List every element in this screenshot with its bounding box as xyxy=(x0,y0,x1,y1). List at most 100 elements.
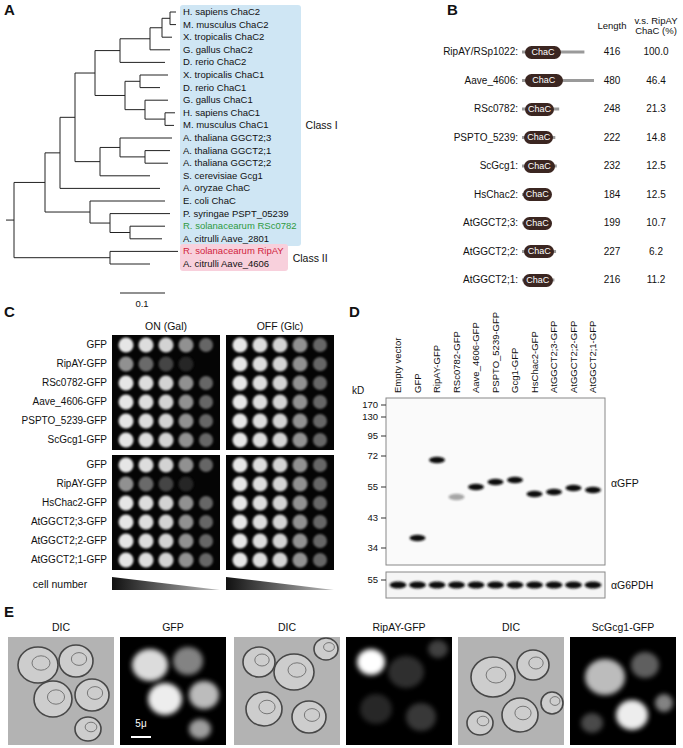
vacuole xyxy=(47,690,64,704)
yeast-cell xyxy=(541,692,563,714)
taxon-label: D. rerio ChaC1 xyxy=(183,82,246,93)
western-blot xyxy=(386,398,605,565)
domain-label: ChaC xyxy=(526,217,549,230)
marker-label: 55 xyxy=(367,482,378,493)
yeast-spot xyxy=(139,477,154,492)
loading-band xyxy=(585,582,602,589)
yeast-spot xyxy=(293,357,308,372)
marker-tick xyxy=(381,436,386,437)
length-value: 199 xyxy=(604,217,621,229)
strain-label: AtGGCT2;2-GFP xyxy=(31,535,107,547)
panel-letter: D xyxy=(349,303,360,320)
yeast-cell xyxy=(173,647,203,675)
loading-band xyxy=(429,582,446,589)
yeast-spot xyxy=(179,553,194,568)
yeast-spot xyxy=(179,414,194,429)
column-header: Length xyxy=(597,21,626,32)
tree-branch xyxy=(145,163,168,164)
strain-label: RipAY-GFP xyxy=(56,358,107,370)
yeast-spot xyxy=(273,515,288,530)
percent-value: 10.7 xyxy=(646,217,665,229)
marker-tick xyxy=(381,580,386,581)
yeast-spot xyxy=(139,515,154,530)
yeast-spot xyxy=(253,414,268,429)
western-blot xyxy=(386,572,605,598)
image-label: ScGcg1-GFP xyxy=(592,621,654,633)
strain-label: ScGcg1-GFP xyxy=(48,434,107,446)
yeast-spot xyxy=(233,553,248,568)
yeast-cell xyxy=(189,719,211,739)
tree-branch xyxy=(130,226,131,239)
tree-branch xyxy=(45,152,60,153)
scale-label: 0.1 xyxy=(135,299,148,310)
yeast-spot xyxy=(293,477,308,492)
tree-branch xyxy=(145,119,165,120)
yeast-spot xyxy=(139,357,154,372)
vacuole xyxy=(255,654,269,666)
yeast-spot xyxy=(273,338,288,353)
panel-letter: A xyxy=(4,1,15,18)
loading-band xyxy=(565,582,582,589)
vacuole xyxy=(515,706,531,720)
yeast-spot xyxy=(293,496,308,511)
yeast-spot xyxy=(273,357,288,372)
yeast-spot xyxy=(253,553,268,568)
length-value: 480 xyxy=(604,75,621,87)
marker-tick xyxy=(381,518,386,519)
fluorescence-image xyxy=(570,637,676,745)
lane-label: Empty vector xyxy=(393,338,404,393)
domain-label: ChaC xyxy=(531,46,554,59)
yeast-spot xyxy=(313,433,327,447)
tree-branch xyxy=(45,212,90,213)
yeast-spot xyxy=(253,496,268,511)
marker-label: 34 xyxy=(367,543,378,554)
axis-label: cell number xyxy=(33,578,87,590)
tree-branch xyxy=(110,232,130,233)
image-label: DIC xyxy=(52,621,70,633)
domain-label: ChaC xyxy=(526,274,549,287)
protein-band xyxy=(507,477,523,483)
strain-label: PSPTO_5239-GFP xyxy=(22,415,107,427)
length-value: 416 xyxy=(604,46,621,58)
yeast-spot xyxy=(253,534,268,549)
yeast-spot xyxy=(119,515,134,530)
tree-branch xyxy=(145,100,146,119)
yeast-spot xyxy=(159,376,174,391)
yeast-spot xyxy=(313,338,327,352)
yeast-spot xyxy=(273,395,288,410)
strain-label: GFP xyxy=(86,459,107,471)
yeast-cell xyxy=(655,694,673,712)
tree-branch xyxy=(140,87,160,88)
yeast-spot xyxy=(179,515,194,530)
yeast-spot xyxy=(159,534,174,549)
yeast-spot xyxy=(159,338,174,353)
yeast-cell xyxy=(75,717,101,741)
yeast-spot xyxy=(179,338,194,353)
yeast-cell xyxy=(292,701,326,733)
image-ground xyxy=(234,637,340,745)
vacuole xyxy=(259,700,275,714)
tree-branch xyxy=(90,223,110,224)
yeast-spot xyxy=(273,534,288,549)
tree-branch xyxy=(110,251,178,252)
percent-value: 100.0 xyxy=(643,46,668,58)
yeast-spot xyxy=(313,477,327,491)
tree-branch xyxy=(170,12,171,25)
domain-label: ChaC xyxy=(528,103,551,116)
yeast-spot xyxy=(313,458,327,472)
yeast-spot xyxy=(313,496,327,510)
tree-branch xyxy=(165,112,175,113)
yeast-cell xyxy=(388,656,424,688)
yeast-spot xyxy=(293,338,308,353)
tree-branch xyxy=(120,138,121,157)
yeast-spot xyxy=(273,433,288,448)
tree-root xyxy=(6,220,14,221)
scale-bar xyxy=(131,736,151,738)
length-value: 216 xyxy=(604,274,621,286)
yeast-spot xyxy=(293,553,308,568)
image-ground xyxy=(346,637,452,745)
taxon-label: S. cerevisiae Gcg1 xyxy=(183,170,263,181)
tree-branch xyxy=(162,18,163,37)
yeast-spot xyxy=(179,395,194,410)
